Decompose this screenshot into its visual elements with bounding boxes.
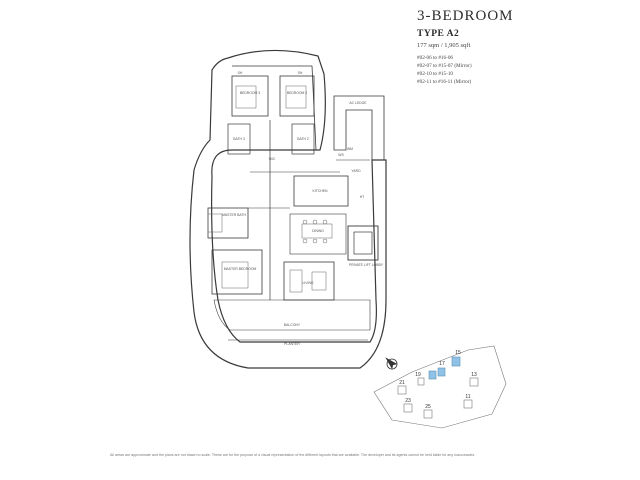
room-label: KITCHEN: [313, 189, 328, 193]
balcony-outline: [213, 299, 371, 331]
inner-wall: [232, 65, 317, 151]
room-label: SH: [238, 71, 243, 75]
unit-range: #02-11 to #16-11 (Mirror): [417, 79, 472, 85]
unit-range: #02-10 to #15-10: [417, 71, 454, 77]
room-label: AC LEDGE: [349, 101, 367, 105]
block-label: 25: [425, 404, 431, 410]
room-label: MASTER BATH: [222, 213, 246, 217]
bath2-outline: [291, 123, 315, 155]
room-label: BATH 3: [233, 137, 245, 141]
room-label: WS: [338, 153, 344, 157]
kitchen-outline: [293, 175, 349, 207]
block-label: 17: [439, 361, 445, 367]
room-label: YARD: [351, 169, 361, 173]
unit-range: #02-06 to #16-06: [417, 55, 454, 61]
unit-area: 177 sqm / 1,905 sqft: [417, 42, 471, 49]
room-label: DINING: [312, 229, 324, 233]
lift-core: [353, 231, 373, 255]
unit-range: #02-07 to #15-07 (Mirror): [417, 63, 472, 69]
ac-ledge-outline: [333, 95, 385, 161]
unit-type: TYPE A2: [417, 29, 460, 39]
disclaimer: All areas are approximate and the plans …: [110, 453, 476, 457]
unit-list: #02-06 to #16-06 #02-07 to #15-07 (Mirro…: [417, 54, 472, 86]
lift-lobby-outline: [347, 225, 379, 261]
room-label: HT: [360, 195, 365, 199]
bedroom3-outline: [231, 75, 269, 117]
dining-outline: [289, 213, 347, 255]
block-label: 13: [471, 372, 477, 378]
bedroom2-outline: [279, 75, 315, 117]
block-label: 23: [405, 398, 411, 404]
room-label: LIVING: [302, 281, 313, 285]
master-bedroom-outline: [211, 249, 263, 295]
room-label: PLANTER: [284, 342, 300, 346]
north-arrow-icon: [385, 357, 398, 370]
block-label: 19: [415, 372, 421, 378]
block-label: 11: [465, 394, 470, 400]
outer-wall: [189, 49, 387, 369]
bath3-outline: [227, 123, 251, 155]
room-label: BATH 2: [297, 137, 309, 141]
key-plan: [373, 345, 507, 429]
room-label: SH: [298, 71, 303, 75]
room-label: WIC: [269, 157, 276, 161]
block-label: 21: [399, 380, 405, 386]
room-label: BEDROOM 3: [240, 91, 260, 95]
room-label: BEDROOM 2: [287, 91, 307, 95]
room-label: PRIVATE LIFT LOBBY: [349, 263, 384, 267]
plan-title: 3-BEDROOM: [417, 8, 514, 24]
room-label: BALCONY: [284, 323, 301, 327]
block-label: 15: [455, 350, 461, 356]
room-label: WM: [347, 147, 353, 151]
room-label: MASTER BEDROOM: [224, 267, 257, 271]
